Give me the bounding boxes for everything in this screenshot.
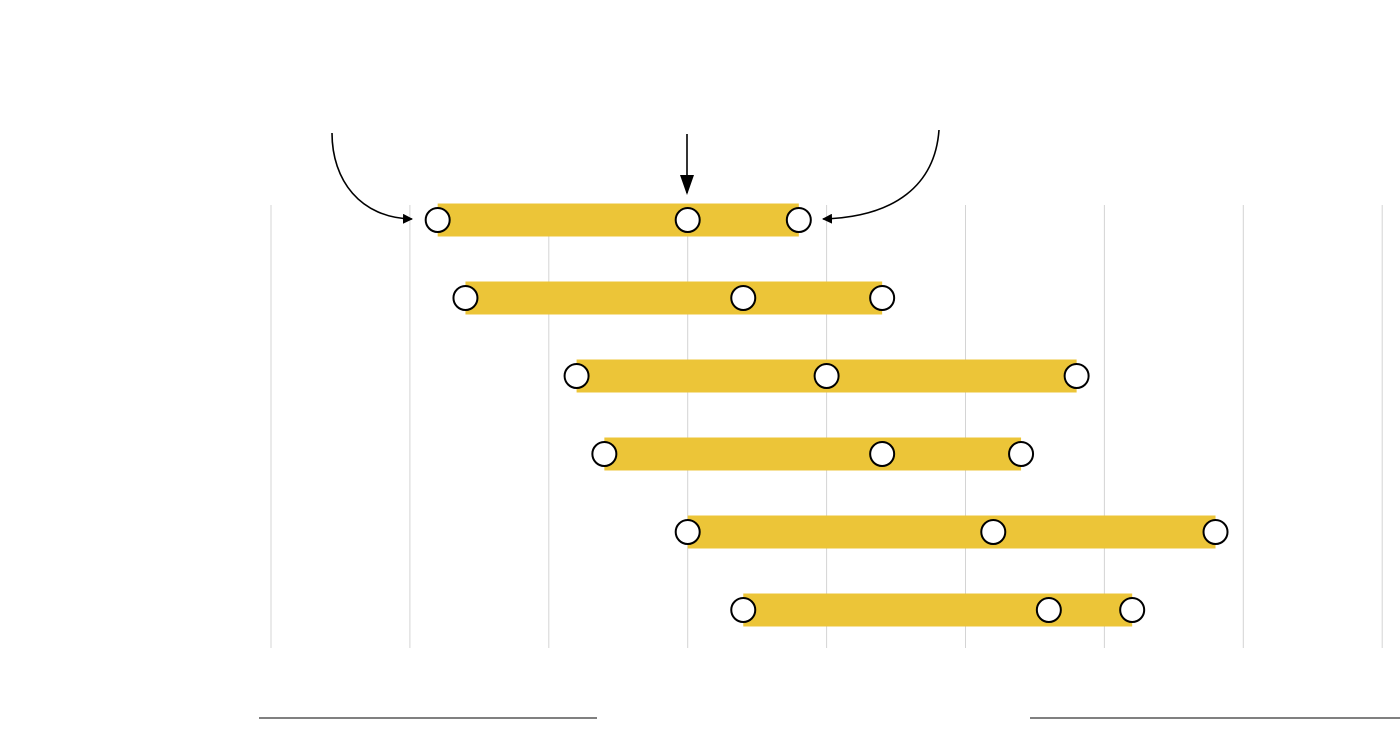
point-start [452,285,479,311]
point-start [674,519,701,545]
point-end [1063,363,1090,389]
point-mid [869,441,896,467]
range-row [674,515,1229,549]
range-row [591,437,1035,471]
point-start [563,363,590,389]
point-end [785,207,812,233]
annotation-arrow-end [822,129,940,224]
point-end [1008,441,1035,467]
range-bar [687,515,1216,549]
point-start [730,597,757,623]
range-bar [437,203,799,237]
range-bar [465,281,883,315]
range-bar [604,437,1022,471]
point-end [1119,597,1146,623]
point-start [424,207,451,233]
range-row [424,203,812,237]
point-mid [813,363,840,389]
point-end [1202,519,1229,545]
point-end [869,285,896,311]
annotation-arrow-start [331,132,413,224]
point-mid [1035,597,1062,623]
point-mid [730,285,757,311]
range-row [452,281,896,315]
range-bar [743,593,1133,627]
point-mid [674,207,701,233]
range-row [563,359,1090,393]
point-mid [980,519,1007,545]
range-row [730,593,1146,627]
point-start [591,441,618,467]
